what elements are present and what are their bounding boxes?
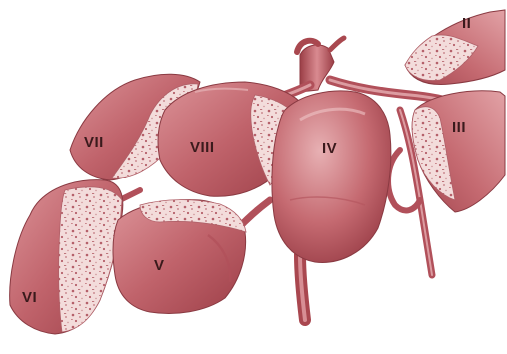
segment-vi (10, 180, 123, 334)
label-ii: II (462, 15, 471, 32)
label-iii: III (452, 119, 466, 136)
label-viii: VIII (190, 139, 215, 156)
segment-ii (405, 10, 505, 84)
label-v: V (154, 257, 165, 274)
segment-iii (412, 91, 505, 212)
segment-v (113, 200, 246, 314)
segment-iv (272, 91, 391, 263)
label-iv: IV (322, 140, 337, 157)
label-vi: VI (22, 289, 37, 306)
label-vii: VII (84, 134, 104, 151)
